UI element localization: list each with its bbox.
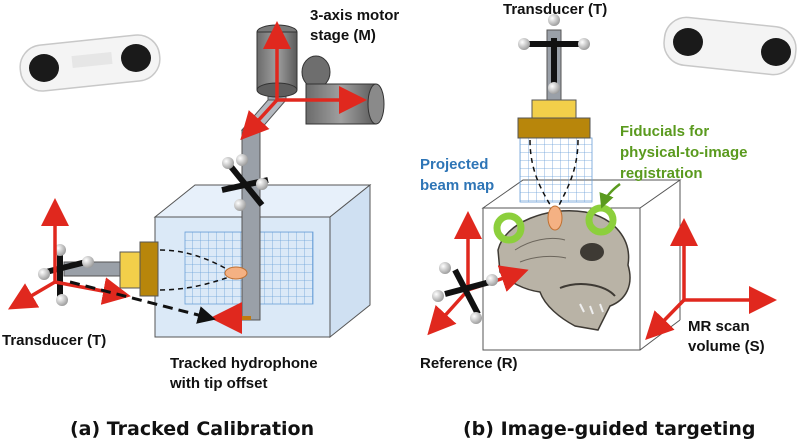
skull-icon <box>497 210 631 331</box>
calibration-vector <box>69 280 216 324</box>
caption-a: (a) Tracked Calibration <box>70 418 314 440</box>
caption-b: (b) Image-guided targeting <box>463 418 755 440</box>
optical-tracking-camera-icon <box>663 16 797 76</box>
focal-spot <box>224 266 248 280</box>
fiducial-pointer <box>599 183 621 209</box>
label-projected-line2: beam map <box>420 177 494 194</box>
label-reference: Reference (R) <box>420 355 518 372</box>
label-projected-line1: Projected <box>420 156 488 173</box>
label-motor-line1: 3-axis motor <box>310 7 399 24</box>
transducer-a <box>38 241 159 306</box>
focal-spot-b <box>547 205 563 231</box>
label-hydrophone-line1: Tracked hydrophone <box>170 355 318 372</box>
beam-outline-b <box>529 139 579 211</box>
label-fiducials-line1: Fiducials for <box>620 123 709 140</box>
label-transducer-a: Transducer (T) <box>2 332 106 349</box>
label-motor-line2: stage (M) <box>310 27 376 44</box>
label-mr-line1: MR scan <box>688 318 750 335</box>
optical-tracking-camera-icon <box>19 34 161 92</box>
label-transducer-b: Transducer (T) <box>503 1 607 18</box>
tracking-marker-icon <box>221 154 269 211</box>
fiducial-left <box>493 212 525 244</box>
tracking-marker-icon <box>432 262 498 324</box>
label-mr-line2: volume (S) <box>688 338 765 355</box>
transducer-b <box>517 14 591 139</box>
mr-volume-axes <box>645 218 777 341</box>
label-hydrophone-line2: with tip offset <box>169 375 268 392</box>
label-fiducials-line2: physical-to-image <box>620 144 748 161</box>
motor-stage-axes <box>240 21 367 141</box>
label-fiducials-line3: registration <box>620 165 703 182</box>
projected-beam-grid <box>519 137 593 203</box>
